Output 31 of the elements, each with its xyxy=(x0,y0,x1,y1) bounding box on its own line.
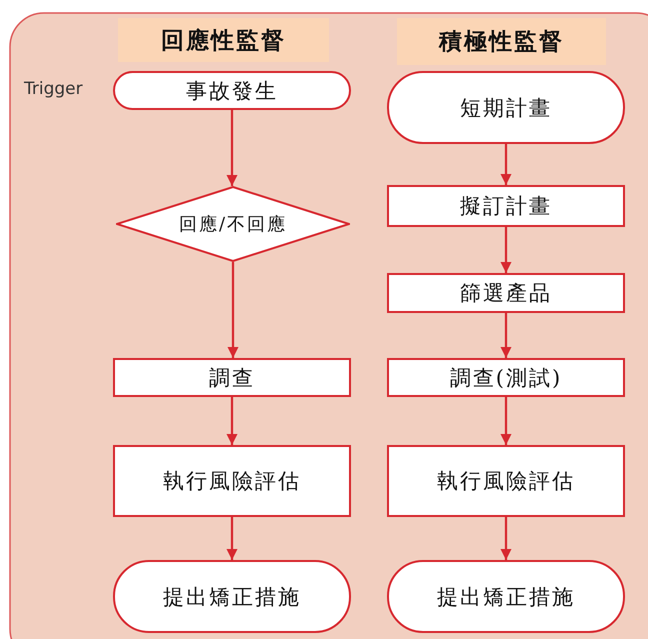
step-text: 短期計畫 xyxy=(460,94,552,122)
process-box xyxy=(113,358,351,397)
arrow xyxy=(500,397,512,445)
arrow xyxy=(500,517,512,560)
arrow xyxy=(226,517,238,560)
step-text: 篩選產品 xyxy=(460,280,552,307)
step-text: 事故發生 xyxy=(186,78,278,104)
process-box xyxy=(387,185,625,227)
process-box xyxy=(387,445,625,517)
step-text: 提出矯正措施 xyxy=(437,584,575,610)
process-box xyxy=(387,273,625,313)
arrow xyxy=(500,144,512,185)
arrow xyxy=(500,313,512,358)
arrow xyxy=(226,110,238,186)
decision-diamond xyxy=(116,186,350,262)
step-text: 擬訂計畫 xyxy=(460,193,552,220)
step-text: 回應/不回應 xyxy=(178,213,288,236)
heading-text: 積極性監督 xyxy=(439,27,564,57)
terminal-box xyxy=(113,71,351,110)
step-text: 執行風險評估 xyxy=(163,468,301,495)
step-text: 調查 xyxy=(209,364,255,392)
arrow xyxy=(228,262,238,358)
step-text: 調查(測試) xyxy=(450,364,562,392)
step-text: 執行風險評估 xyxy=(437,468,575,495)
arrow xyxy=(226,397,238,445)
arrow xyxy=(500,227,512,273)
heading-text: 回應性監督 xyxy=(161,26,286,56)
row-label: Trigger xyxy=(24,79,83,99)
process-box xyxy=(113,445,351,517)
step-text: 提出矯正措施 xyxy=(163,584,301,610)
process-box xyxy=(387,358,625,397)
